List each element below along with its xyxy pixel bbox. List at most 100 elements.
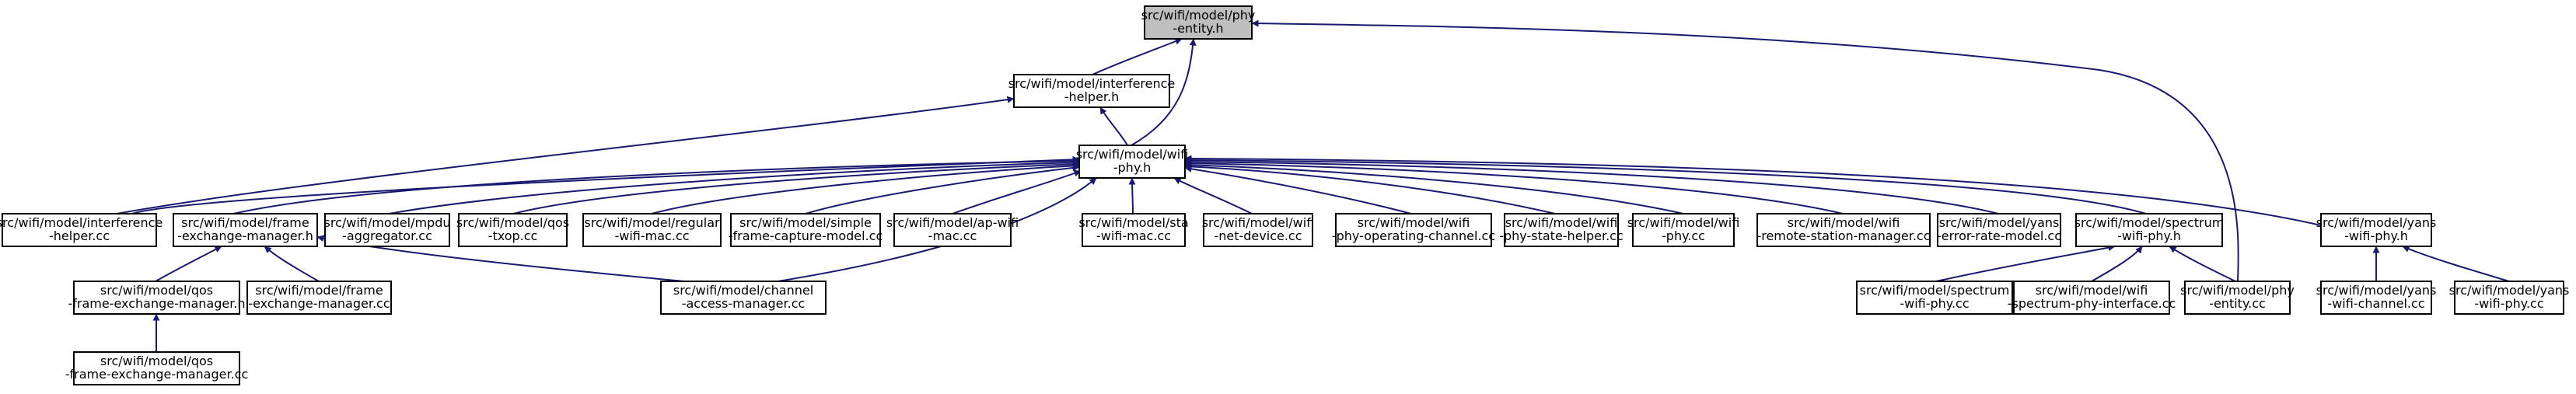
node-box [2,213,157,247]
edge-frame-exchange-manager-h-to-wifi-phy-h [232,157,1080,214]
node-box [1203,213,1313,247]
node-box [2184,281,2291,315]
node-box [1082,213,1186,247]
edge-yans-wifi-phy-cc-to-yans-wifi-phy-h [2402,246,2510,282]
edge-phy-entity-cc-to-spectrum-wifi-phy-h [2169,246,2236,282]
node-qos-frame-exchange-manager-h[interactable]: src/wifi/model/qos-frame-exchange-manage… [68,281,246,315]
edge-yans-wifi-phy-h-to-wifi-phy-h [1184,155,2322,226]
node-label-line: src/wifi/model/wifi [1358,215,1470,230]
node-label-line: -exchange-manager.cc [248,296,390,311]
node-label-line: -wifi-phy.cc [2474,296,2543,311]
node-label-line: -mac.cc [928,228,977,243]
node-box [582,213,722,247]
node-box [2320,213,2432,247]
node-label-line: -frame-exchange-manager.cc [65,367,249,382]
node-wifi-phy-operating-channel-cc[interactable]: src/wifi/model/wifi-phy-operating-channe… [1332,213,1495,247]
node-qos-txop-cc[interactable]: src/wifi/model/qos-txop.cc [456,213,569,247]
node-phy-entity-cc[interactable]: src/wifi/model/phy-entity.cc [2180,281,2295,315]
node-frame-exchange-manager-h[interactable]: src/wifi/model/frame-exchange-manager.h [173,213,318,247]
node-label-line: src/wifi/model/interference [0,215,163,230]
node-wifi-remote-station-manager-cc[interactable]: src/wifi/model/wifi-remote-station-manag… [1756,213,1931,247]
node-label-line: -error-rate-model.cc [1937,228,2061,243]
node-wifi-phy-state-helper-cc[interactable]: src/wifi/model/wifi-phy-state-helper.cc [1499,213,1624,247]
node-label-line: src/wifi/model/qos [456,215,569,230]
node-box [173,213,318,247]
node-label-line: -phy-operating-channel.cc [1332,228,1495,243]
node-yans-error-rate-model-cc[interactable]: src/wifi/model/yans-error-rate-model.cc [1937,213,2061,247]
node-label-line: src/wifi/model/frame [255,283,383,298]
node-mpdu-aggregator-cc[interactable]: src/wifi/model/mpdu-aggregator.cc [324,213,451,247]
node-sta-wifi-mac-cc[interactable]: src/wifi/model/sta-wifi-mac.cc [1078,213,1189,247]
edge-wifi-spectrum-phy-interface-cc-to-spectrum-wifi-phy-h [2091,246,2143,282]
node-box [893,213,1012,247]
node-wifi-phy-h[interactable]: src/wifi/model/wifi-phy.h [1076,145,1189,179]
node-box [660,281,827,315]
node-label-line: -entity.h [1173,21,1223,36]
edge-spectrum-wifi-phy-cc-to-spectrum-wifi-phy-h [1935,244,2116,282]
node-box [2454,281,2564,315]
node-label-line: src/wifi/model/spectrum [2074,215,2225,230]
node-interference-helper-h[interactable]: src/wifi/model/interference-helper.h [1008,74,1176,108]
node-wifi-phy-cc[interactable]: src/wifi/model/wifi-phy.cc [1627,213,1740,247]
node-box [1078,145,1186,179]
node-regular-wifi-mac-cc[interactable]: src/wifi/model/regular-wifi-mac.cc [582,213,722,247]
node-ap-wifi-mac-cc[interactable]: src/wifi/model/ap-wifi-mac.cc [886,213,1019,247]
node-label-line: src/wifi/model/yans [2316,215,2437,230]
node-channel-access-manager-cc[interactable]: src/wifi/model/channel-access-manager.cc [660,281,827,315]
node-box [246,281,392,315]
node-label-line: src/wifi/model/wifi [1788,215,1900,230]
node-label-line: src/wifi/model/wifi [1505,215,1618,230]
node-spectrum-wifi-phy-h[interactable]: src/wifi/model/spectrum-wifi-phy.h [2074,213,2225,247]
node-yans-wifi-phy-h[interactable]: src/wifi/model/yans-wifi-phy.h [2316,213,2437,247]
node-label-line: src/wifi/model/phy [1141,8,1256,23]
node-label-line: src/wifi/model/frame [181,215,309,230]
edge-interference-helper-cc-to-wifi-phy-h [131,155,1080,214]
node-box [1937,213,2061,247]
node-label-line: -phy.cc [1662,228,1705,243]
node-box [2013,281,2170,315]
node-qos-frame-exchange-manager-cc[interactable]: src/wifi/model/qos-frame-exchange-manage… [65,351,249,385]
node-frame-exchange-manager-cc[interactable]: src/wifi/model/frame-exchange-manager.cc [246,281,392,315]
node-label-line: src/wifi/model/regular [584,215,720,230]
node-box [2075,213,2223,247]
edge-phy-entity-cc-to-phy-entity-h [1251,19,2239,282]
node-box [1504,213,1619,247]
node-label-line: -spectrum-phy-interface.cc [2008,296,2176,311]
node-yans-wifi-channel-cc[interactable]: src/wifi/model/yans-wifi-channel.cc [2316,281,2437,315]
node-box [1144,5,1253,40]
node-box [324,213,450,247]
node-label-line: -wifi-phy.h [2344,228,2408,243]
node-label-line: -exchange-manager.h [177,228,313,243]
node-spectrum-wifi-phy-cc[interactable]: src/wifi/model/spectrum-wifi-phy.cc [1856,281,2013,315]
node-interference-helper-cc[interactable]: src/wifi/model/interference-helper.cc [0,213,163,247]
edge-ap-wifi-mac-cc-to-wifi-phy-h [952,169,1082,214]
edge-wifi-net-device-cc-to-wifi-phy-h [1173,177,1253,214]
node-box [730,213,881,247]
edge-yans-error-rate-model-cc-to-wifi-phy-h [1184,158,1999,214]
node-wifi-spectrum-phy-interface-cc[interactable]: src/wifi/model/wifi-spectrum-phy-interfa… [2008,281,2176,315]
node-label-line: src/wifi/model/interference [1008,76,1176,91]
node-label-line: -phy.h [1113,160,1151,175]
edge-wifi-phy-state-helper-cc-to-wifi-phy-h [1184,162,1556,214]
edge-sta-wifi-mac-cc-to-wifi-phy-h [1128,177,1136,214]
node-label-line: src/wifi/model/qos [100,354,213,368]
node-label-line: -wifi-mac.cc [614,228,689,243]
edge-wifi-phy-operating-channel-cc-to-wifi-phy-h [1184,165,1412,214]
node-label-line: src/wifi/model/yans [1939,215,2060,230]
node-box [73,281,240,315]
node-yans-wifi-phy-cc[interactable]: src/wifi/model/yans-wifi-phy.cc [2449,281,2570,315]
edge-frame-exchange-manager-cc-to-frame-exchange-manager-h [264,246,320,282]
node-box [2320,281,2432,315]
node-label-line: src/wifi/model/channel [673,283,813,298]
edge-interference-helper-h-to-phy-entity-h [1092,37,1183,75]
edge-wifi-phy-h-to-interference-helper-h [1099,106,1128,146]
node-simple-frame-capture-model-cc[interactable]: src/wifi/model/simple-frame-capture-mode… [729,213,883,247]
node-phy-entity-h[interactable]: src/wifi/model/phy-entity.h [1141,5,1256,40]
node-label-line: src/wifi/model/yans [2316,283,2437,298]
node-label-line: -helper.cc [49,228,110,243]
node-label-line: src/wifi/model/spectrum [1860,283,2010,298]
node-wifi-net-device-cc[interactable]: src/wifi/model/wifi-net-device.cc [1202,213,1315,247]
edge-wifi-phy-h-to-phy-entity-h [1131,38,1197,146]
node-box [1856,281,2013,315]
